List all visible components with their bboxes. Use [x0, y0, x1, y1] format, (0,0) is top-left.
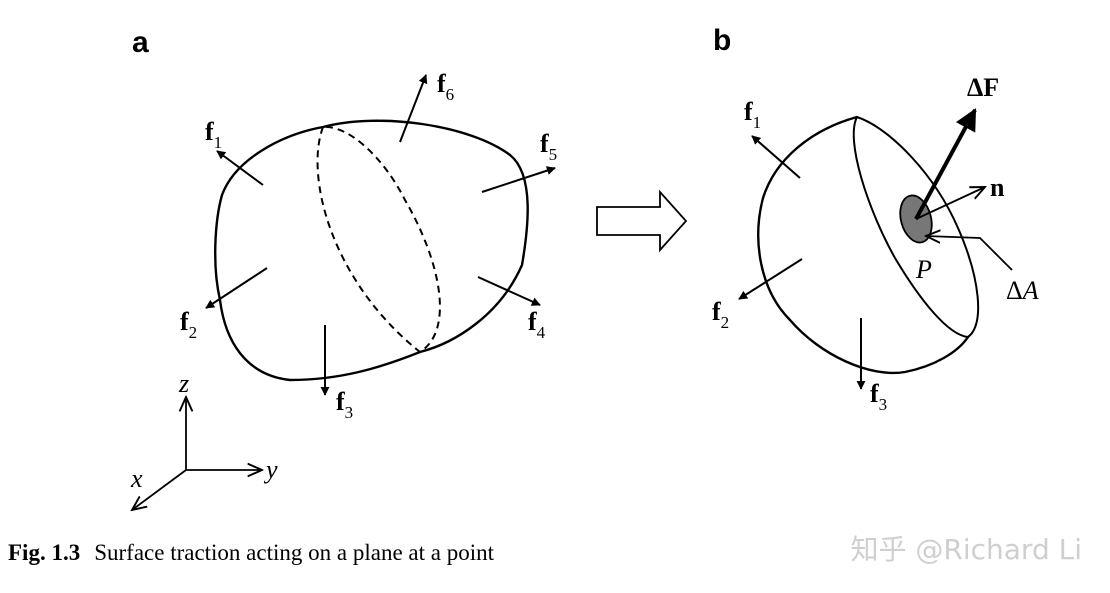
panel-a-label: a — [132, 26, 149, 59]
label-f2-b: f2 — [712, 297, 729, 332]
coordinate-axes: z y x — [130, 369, 278, 510]
normal-n-arrow — [915, 187, 985, 220]
x-axis — [132, 469, 187, 510]
y-axis-label: y — [263, 455, 278, 484]
delta-a-leader-arrow — [926, 236, 1013, 271]
label-f1-a: f1 — [205, 117, 222, 152]
label-normal-n: n — [990, 173, 1005, 202]
watermark: 知乎 @Richard Li — [850, 533, 1082, 566]
label-delta-f: ΔF — [967, 73, 999, 102]
label-f4-a: f4 — [528, 307, 546, 342]
z-axis-label: z — [178, 369, 189, 398]
x-axis-label: x — [130, 464, 143, 493]
force-arrow-f1-b — [751, 135, 801, 179]
label-point-p: P — [915, 255, 932, 284]
panel-b-body — [757, 115, 980, 375]
panel-b-label: b — [713, 24, 731, 57]
force-arrow-f1-a — [216, 150, 264, 186]
delta-f-arrow — [914, 108, 977, 220]
label-f2-a: f2 — [180, 307, 197, 342]
body-outline — [214, 119, 529, 382]
transition-arrow-icon — [596, 189, 688, 253]
dashed-cutting-plane — [316, 125, 441, 354]
force-arrow-f2-b — [738, 258, 803, 300]
force-arrow-f2-a — [205, 267, 268, 309]
label-f5-a: f5 — [540, 129, 557, 164]
cut-plane-face — [852, 115, 980, 339]
panel-a-body — [214, 119, 529, 382]
caption-text: Surface traction acting on a plane at a … — [94, 540, 494, 565]
figure-caption: Fig. 1.3 Surface traction acting on a pla… — [8, 540, 494, 566]
force-arrow-f4-a — [477, 276, 541, 306]
label-f3-a: f3 — [336, 387, 353, 422]
cut-body-outline — [757, 115, 969, 375]
label-delta-a: ΔA — [1006, 276, 1039, 305]
figure-number: Fig. 1.3 — [8, 540, 81, 565]
label-f6-a: f6 — [437, 69, 454, 104]
label-f1-b: f1 — [744, 97, 761, 132]
force-arrow-f6-a — [399, 74, 428, 143]
label-f3-b: f3 — [870, 379, 887, 414]
force-arrow-f5-a — [481, 166, 556, 193]
